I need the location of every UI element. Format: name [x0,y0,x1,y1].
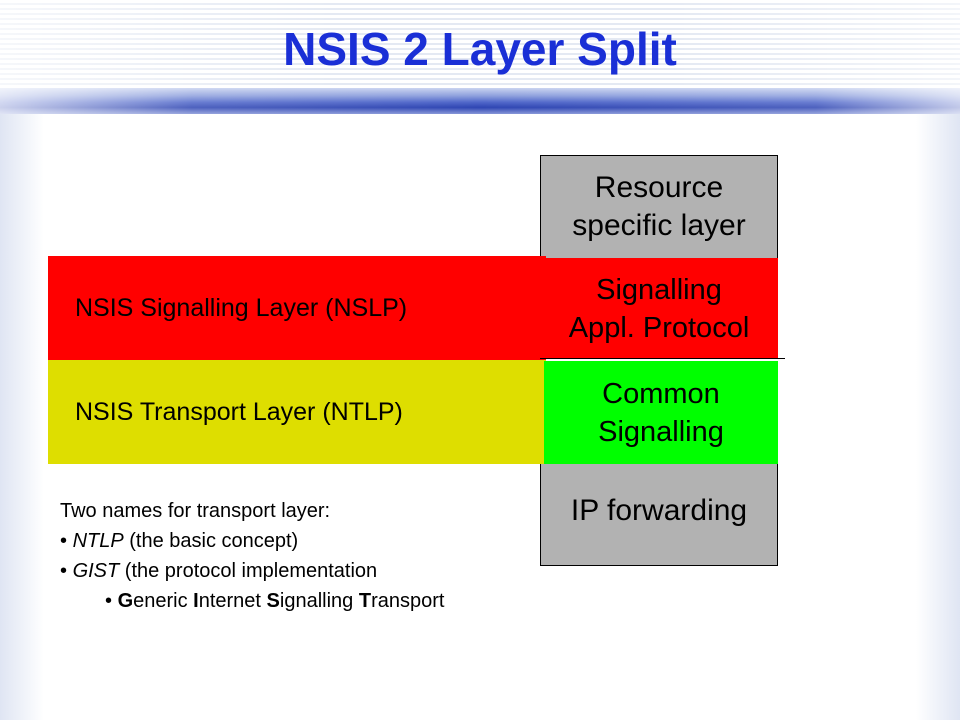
right-side-gradient [916,114,960,720]
common-line2: Signalling [598,415,724,448]
left-side-gradient [0,114,44,720]
gist-eneric: eneric [133,590,194,612]
slide-title: NSIS 2 Layer Split [283,23,677,75]
nslp-layer-label: NSIS Signalling Layer (NSLP) [75,293,408,322]
notes-heading: Two names for transport layer: [60,500,331,522]
resource-line2: specific layer [572,209,746,242]
gist-desc: (the protocol implementation [119,560,378,582]
signalling-line1: Signalling [596,273,722,306]
signalling-line2: Appl. Protocol [568,311,750,344]
notes-sub-bullet-gist-expansion: • Generic Internet Signalling Transport [105,590,445,612]
gist-i: I [193,590,199,612]
resource-line1: Resource [594,171,724,204]
ntlp-layer-bar: NSIS Transport Layer (NTLP) [48,360,546,464]
common-signalling-box: Common Signalling [544,361,778,464]
notes-bullet-ntlp: • NTLP (the basic concept) [60,530,299,552]
ntlp-desc: (the basic concept) [123,530,299,552]
signalling-appl-protocol-box: Signalling Appl. Protocol [540,258,778,359]
title-rule [0,88,960,114]
common-line1: Common [602,377,720,410]
gist-term: GIST [72,560,120,582]
resource-specific-layer-box: Resource specific layer [540,155,778,259]
gist-ignalling: ignalling [279,590,359,612]
ip-forwarding-box: IP forwarding [540,462,778,566]
gist-nternet: nternet [198,590,267,612]
gist-g: G [117,590,134,612]
notes-block: Two names for transport layer: • NTLP (t… [60,496,444,616]
header-band [0,0,960,88]
gist-t: T [358,590,372,612]
ntlp-term: NTLP [72,530,124,552]
gist-s: S [266,590,280,612]
notes-bullet-gist: • GIST (the protocol implementation [60,560,378,582]
layer-separator-line [540,358,785,359]
ip-forwarding-label: IP forwarding [570,494,748,527]
gist-ransport: ransport [371,590,445,612]
nslp-layer-bar: NSIS Signalling Layer (NSLP) [48,256,546,360]
ntlp-layer-label: NSIS Transport Layer (NTLP) [75,397,403,426]
